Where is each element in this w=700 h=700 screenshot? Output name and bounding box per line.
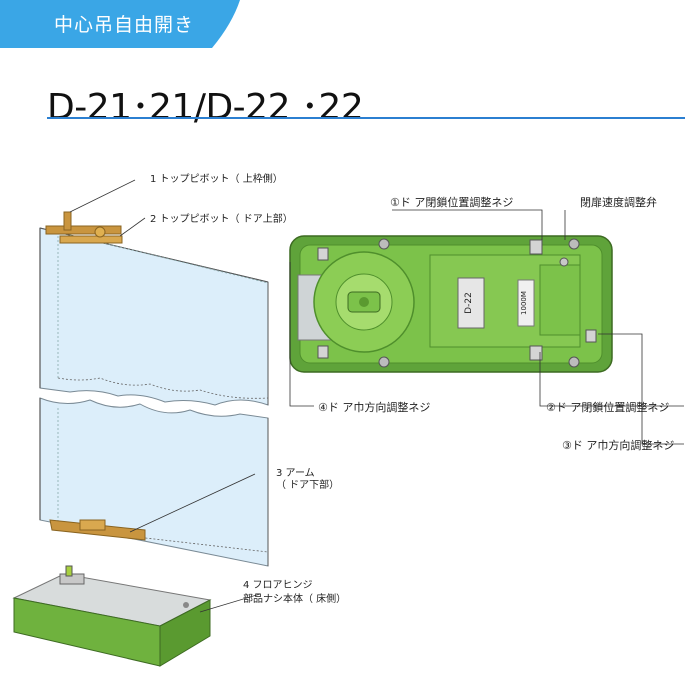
label-part4-line2: 部品ナシ本体（ 床側） xyxy=(243,594,347,605)
label-part1: 1 トップピボット（ 上枠側） xyxy=(150,174,283,185)
label-part3-line1: 3 アーム xyxy=(276,468,315,479)
leader-lines xyxy=(69,179,684,613)
header-tab-text: 中心吊自由開き xyxy=(54,14,195,36)
bottom-arm xyxy=(49,519,146,541)
label-adj1: ①ド ア閉鎖位置調整ネジ xyxy=(390,196,514,209)
page-title: D-21･21/D-22 ･22 xyxy=(47,87,364,128)
door-glass-lower xyxy=(39,397,269,567)
label-part4-line1: 4 フロアヒンジ xyxy=(243,580,313,591)
rating-mark: 1000M xyxy=(520,291,528,315)
label-adj3: ③ド ア巾方向調整ネジ xyxy=(562,439,675,452)
door-glass-upper xyxy=(39,227,269,406)
floor-hinge-body xyxy=(12,565,212,667)
label-adj-speed: 閉扉速度調整弁 xyxy=(580,196,657,209)
header-tab xyxy=(0,0,240,48)
label-part2: 2 トップピボット（ ドア上部） xyxy=(150,214,293,225)
floor-hinge-top-view xyxy=(289,235,613,373)
title-underline xyxy=(47,117,685,119)
label-part3-line2: （ ドア下部） xyxy=(276,480,340,491)
label-adj2: ②ド ア閉鎖位置調整ネジ xyxy=(546,401,670,414)
top-pivot xyxy=(45,211,123,244)
label-adj4: ④ド ア巾方向調整ネジ xyxy=(318,401,431,414)
model-mark: D-22 xyxy=(464,292,474,314)
